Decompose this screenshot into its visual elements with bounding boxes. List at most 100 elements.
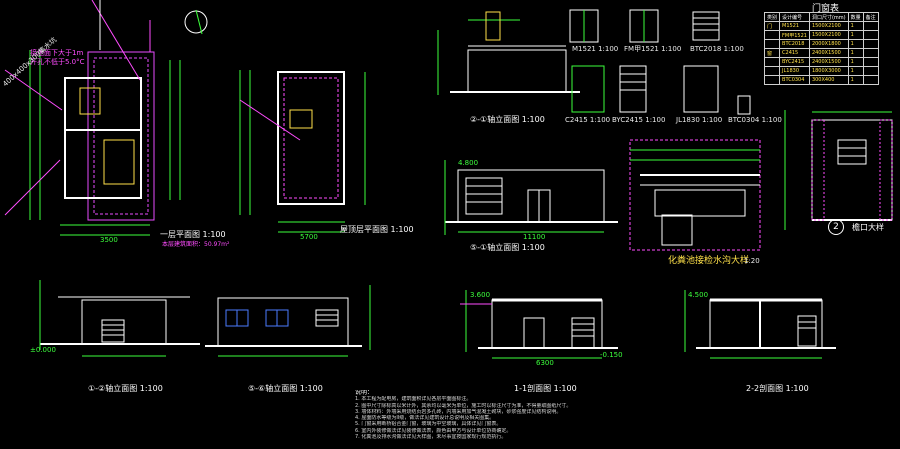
schedule-cell: BTC2018 xyxy=(779,39,810,49)
door-window-schedule: 类别 设计编号 洞口尺寸(mm) 数量 备注 门 M1521 1500X2100… xyxy=(763,12,879,85)
schedule-cell xyxy=(763,57,781,67)
schedule-cell: 2400X1500 xyxy=(808,57,849,67)
dim-outdoor-level: -0.150 xyxy=(600,351,623,359)
elevation-top xyxy=(437,11,580,95)
title-eave-detail: 檐口大样 xyxy=(852,223,884,232)
note-line: 4. 屋面防水等级为II级，做法详见建筑设计总说明及相关图集。 xyxy=(355,415,495,422)
title-section-1: 1-1剖面图 1:100 xyxy=(514,384,577,393)
title-septic: 化粪池接检水沟大样 xyxy=(668,256,750,266)
schedule-cell: 1 xyxy=(847,48,864,58)
note-line: 6. 室内外装修做法详见装修做法表，颜色由甲方与设计单位协商确定。 xyxy=(355,427,512,434)
dim-plan-width: 3500 xyxy=(100,236,118,244)
title-elevation-bm: ⑤-⑥轴立面图 1:100 xyxy=(248,384,323,393)
dim-parapet-level: 4.500 xyxy=(688,291,709,299)
title-elevation-bl: ①-②轴立面图 1:100 xyxy=(88,384,163,393)
section-2-2 xyxy=(684,290,836,359)
schedule-cell xyxy=(763,75,781,85)
schedule-cell: 1500X2100 xyxy=(808,21,849,31)
eave-detail xyxy=(784,110,893,230)
schedule-cell: JL1830 xyxy=(779,66,810,76)
schedule-row: BTC2018 2000X1800 1 xyxy=(763,39,879,49)
label-byc2415: BYC2415 1:100 xyxy=(612,116,666,124)
title-elevation-front: ⑤-①轴立面图 1:100 xyxy=(470,243,545,252)
label-c2415: C2415 1:100 xyxy=(565,116,611,124)
schedule-header: 类别 xyxy=(763,12,781,22)
floor-plan-1 xyxy=(4,0,208,236)
schedule-row: FM甲1521 1500X2100 1 xyxy=(763,30,879,40)
schedule-cell xyxy=(862,66,879,76)
schedule-cell xyxy=(862,48,879,58)
dim-elev-height: 4.800 xyxy=(458,159,479,167)
label-btc0304: BTC0304 1:100 xyxy=(728,116,782,124)
schedule-cell: 300X400 xyxy=(808,75,849,85)
schedule-cell: 1 xyxy=(847,75,864,85)
schedule-row: BYC2415 2400X1500 1 xyxy=(763,57,879,67)
schedule-header: 设计编号 xyxy=(779,12,810,22)
general-notes: 说明： 1. 本工程为配电房，建筑面积详见各层平面图标注。 2. 图中尺寸除标高… xyxy=(355,390,655,440)
note-line: 2. 图中尺寸除标高以米计外，其余均以毫米为单位，施工时以标注尺寸为准，不得量取… xyxy=(355,402,572,409)
schedule-row: JL1830 1800X3000 1 xyxy=(763,66,879,76)
callout-2: 开孔不低于5.0°C xyxy=(30,58,85,66)
title-elevation-top: ②-①轴立面图 1:100 xyxy=(470,115,545,124)
schedule-header: 数量 xyxy=(847,12,864,22)
elevation-front xyxy=(444,160,618,235)
schedule-cell: 窗 xyxy=(763,48,781,58)
schedule-cell: 2400X1500 xyxy=(808,48,849,58)
note-line: 1. 本工程为配电房，建筑面积详见各层平面图标注。 xyxy=(355,396,472,403)
schedule-cell: 1 xyxy=(847,21,864,31)
label-fm1521: FM甲1521 1:100 xyxy=(624,45,682,53)
schedule-cell: 1500X2100 xyxy=(808,30,849,40)
schedule-cell xyxy=(862,21,879,31)
section-1-1 xyxy=(460,290,618,359)
elevation-bottom-middle xyxy=(205,285,371,357)
schedule-cell xyxy=(862,57,879,67)
roof-plan xyxy=(239,70,366,233)
dim-total-width: 11100 xyxy=(523,233,546,241)
elevation-bottom-left xyxy=(39,280,200,357)
schedule-header: 备注 xyxy=(862,12,879,22)
schedule-cell: BYC2415 xyxy=(779,57,810,67)
schedule-cell xyxy=(862,75,879,85)
schedule-cell: 1 xyxy=(847,30,864,40)
dim-roof-level: 3.600 xyxy=(470,291,491,299)
title-roof-plan: 屋顶层平面图 1:100 xyxy=(340,225,414,234)
dim-ground-level: ±0.000 xyxy=(30,346,56,354)
schedule-cell: 门 xyxy=(763,21,781,31)
schedule-cell xyxy=(862,39,879,49)
schedule-cell: 1 xyxy=(847,57,864,67)
note-line: 7. 化粪池及排水沟做法详见大样图，未尽事宜按国家现行规范执行。 xyxy=(355,434,507,441)
label-jl1830: JL1830 1:100 xyxy=(676,116,723,124)
septic-detail xyxy=(629,139,761,251)
schedule-cell: FM甲1521 xyxy=(779,30,810,40)
schedule-header: 洞口尺寸(mm) xyxy=(808,12,849,22)
title-floor-plan: 一层平面图 1:100 xyxy=(160,230,226,239)
schedule-title: 门窗表 xyxy=(812,4,840,14)
notes-title: 说明： xyxy=(355,390,374,396)
schedule-cell xyxy=(763,39,781,49)
callout-1: 接地面下大于1m xyxy=(30,49,84,57)
schedule-header-row: 类别 设计编号 洞口尺寸(mm) 数量 备注 xyxy=(763,12,879,22)
door-window-details xyxy=(569,9,751,115)
area-note: 本层建筑面积：50.97m² xyxy=(162,241,230,248)
septic-scale: 1:20 xyxy=(744,257,760,265)
label-m1521: M1521 1:100 xyxy=(572,45,619,53)
title-section-2: 2-2剖面图 1:100 xyxy=(746,384,809,393)
schedule-cell xyxy=(763,30,781,40)
schedule-row: BTC0304 300X400 1 xyxy=(763,75,879,85)
dim-section-width: 6300 xyxy=(536,359,554,367)
schedule-cell: BTC0304 xyxy=(779,75,810,85)
schedule-cell xyxy=(763,66,781,76)
schedule-row: 窗 C2415 2400X1500 1 xyxy=(763,48,879,58)
note-line: 5. 门窗采用断桥铝合金门窗，玻璃为中空玻璃，具体详见门窗表。 xyxy=(355,421,502,428)
schedule-cell: 1800X3000 xyxy=(808,66,849,76)
schedule-row: 门 M1521 1500X2100 1 xyxy=(763,21,879,31)
schedule-cell: M1521 xyxy=(779,21,810,31)
schedule-cell: 1 xyxy=(847,66,864,76)
schedule-cell: 1 xyxy=(847,39,864,49)
schedule-cell: 2000X1800 xyxy=(808,39,849,49)
schedule-cell: C2415 xyxy=(779,48,810,58)
schedule-cell xyxy=(862,30,879,40)
label-btc2018: BTC2018 1:100 xyxy=(690,45,744,53)
note-line: 3. 墙体材料：外墙采用烧结页岩多孔砖，内墙采用加气混凝土砌块，砂浆强度详见结构… xyxy=(355,408,562,415)
